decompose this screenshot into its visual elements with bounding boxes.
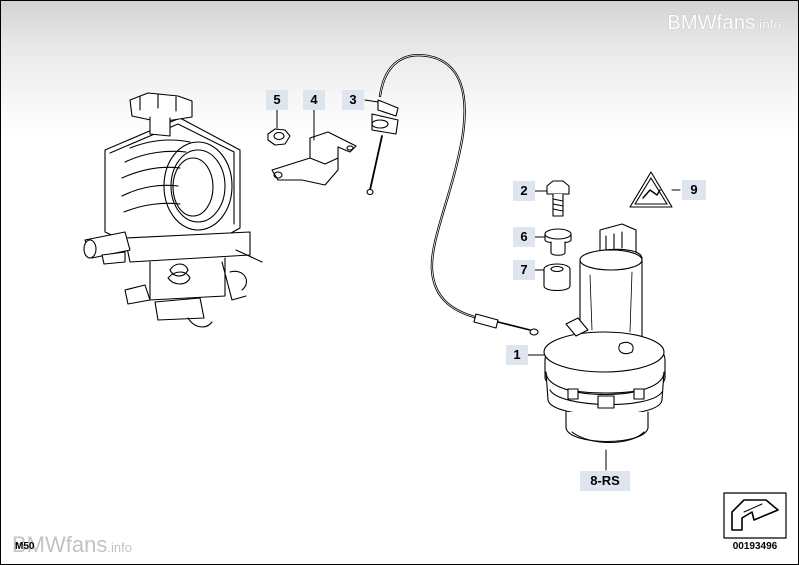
callout-1[interactable]: 1 — [506, 345, 528, 365]
throttle-body — [83, 92, 263, 328]
callout-4[interactable]: 4 — [303, 90, 325, 110]
callout-7[interactable]: 7 — [513, 260, 535, 280]
callout-8-rs[interactable]: 8-RS — [580, 471, 630, 491]
bowden-cable-part — [366, 54, 539, 336]
cruise-control-actuator-part — [543, 223, 666, 444]
hex-bolt-part — [546, 180, 570, 217]
rubber-mount-part — [544, 228, 572, 256]
callout-2[interactable]: 2 — [513, 181, 535, 201]
callout-6[interactable]: 6 — [513, 227, 535, 247]
model-label: M50 — [15, 541, 35, 552]
callout-3[interactable]: 3 — [342, 90, 364, 110]
nut-part — [267, 128, 291, 146]
callout-5[interactable]: 5 — [266, 90, 288, 110]
watermark-bottom: BMWfans.info — [12, 532, 132, 557]
diagram-number: 00193496 — [732, 541, 778, 552]
leader-lines — [276, 99, 681, 471]
warning-triangle-icon — [629, 171, 673, 208]
next-diagram-arrow-icon[interactable] — [723, 492, 787, 539]
callout-9[interactable]: 9 — [682, 180, 706, 200]
bracket-part — [271, 131, 357, 186]
watermark-top: BMWfans.info — [667, 12, 781, 34]
sleeve-part — [543, 263, 571, 292]
